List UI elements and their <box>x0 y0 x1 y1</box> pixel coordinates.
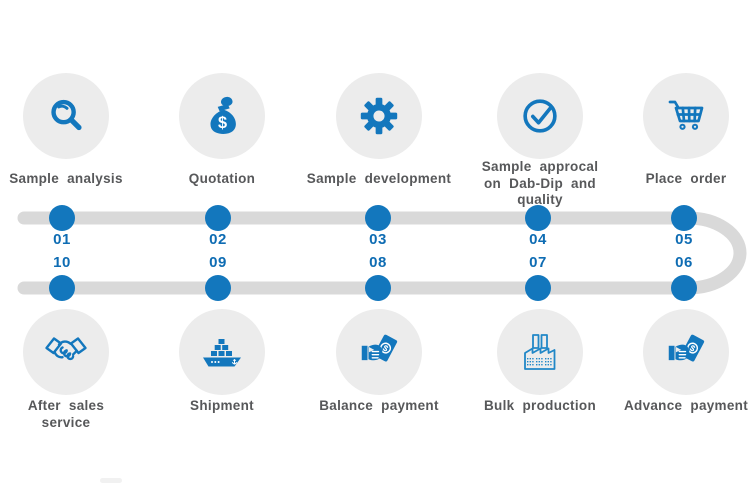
svg-text:$: $ <box>381 343 390 354</box>
cropped-element-fragment <box>100 478 122 483</box>
step-icon-circle: $ <box>179 73 265 159</box>
step-number: 10 <box>53 254 71 271</box>
step-number: 01 <box>53 231 71 248</box>
svg-text:$: $ <box>218 114 227 132</box>
factory-icon <box>524 334 556 370</box>
step-number: 02 <box>209 231 227 248</box>
timeline-dot <box>671 275 697 301</box>
cargo-ship-icon <box>203 339 241 367</box>
step-shipment: Shipment <box>147 309 297 415</box>
step-icon-circle: $ <box>336 309 422 395</box>
step-label: Advance payment <box>623 398 749 413</box>
timeline-dot <box>205 275 231 301</box>
step-label: Shipment <box>190 398 254 413</box>
step-number: 06 <box>675 254 693 271</box>
step-quotation: $ Quotation <box>147 73 297 188</box>
step-icon-circle <box>23 73 109 159</box>
step-label: Bulk production <box>484 398 596 413</box>
step-icon-circle <box>336 73 422 159</box>
step-label: Balance payment <box>319 398 439 413</box>
money-bag-icon: $ <box>210 96 236 134</box>
step-label: Sample approcal on Dab-Dip and quality <box>481 159 599 207</box>
step-sample-development: Sample development <box>304 73 454 188</box>
step-icon-circle <box>497 73 583 159</box>
step-balance-payment: $ Balance payment <box>304 309 454 415</box>
step-number: 09 <box>209 254 227 271</box>
timeline-dot <box>365 275 391 301</box>
step-icon-circle <box>23 309 109 395</box>
step-icon-circle <box>497 309 583 395</box>
timeline-dot <box>365 205 391 231</box>
step-after-sales-service: After sales service <box>0 309 141 431</box>
timeline-dot <box>205 205 231 231</box>
step-bulk-production: Bulk production <box>465 309 615 415</box>
step-label: Place order <box>645 171 727 186</box>
money-in-hand-icon: $ <box>361 334 398 362</box>
timeline-dot <box>49 205 75 231</box>
svg-text:$: $ <box>688 343 697 354</box>
step-number: 05 <box>675 231 693 248</box>
gear-icon <box>360 97 398 135</box>
step-advance-payment: $ Advance payment <box>611 309 750 415</box>
step-icon-circle <box>643 73 729 159</box>
timeline-dot <box>49 275 75 301</box>
step-icon-circle <box>179 309 265 395</box>
timeline-dot <box>525 275 551 301</box>
check-circle-icon <box>523 99 557 133</box>
timeline-dot <box>671 205 697 231</box>
step-number: 07 <box>529 254 547 271</box>
step-number: 04 <box>529 231 547 248</box>
step-label: Sample development <box>306 171 452 186</box>
step-sample-approval: Sample approcal on Dab-Dip and quality <box>465 73 615 209</box>
step-label: Sample analysis <box>9 171 123 186</box>
step-label: Quotation <box>188 171 256 186</box>
step-icon-circle: $ <box>643 309 729 395</box>
step-label: After sales service <box>27 398 105 430</box>
step-place-order: Place order <box>611 73 750 188</box>
money-in-hand-icon: $ <box>668 334 705 362</box>
handshake-icon <box>45 337 87 361</box>
step-number: 08 <box>369 254 387 271</box>
timeline-dot <box>525 205 551 231</box>
timeline-path <box>17 211 747 295</box>
shopping-cart-icon <box>668 100 704 130</box>
search-icon <box>51 99 82 131</box>
step-number: 03 <box>369 231 387 248</box>
step-sample-analysis: Sample analysis <box>0 73 141 188</box>
